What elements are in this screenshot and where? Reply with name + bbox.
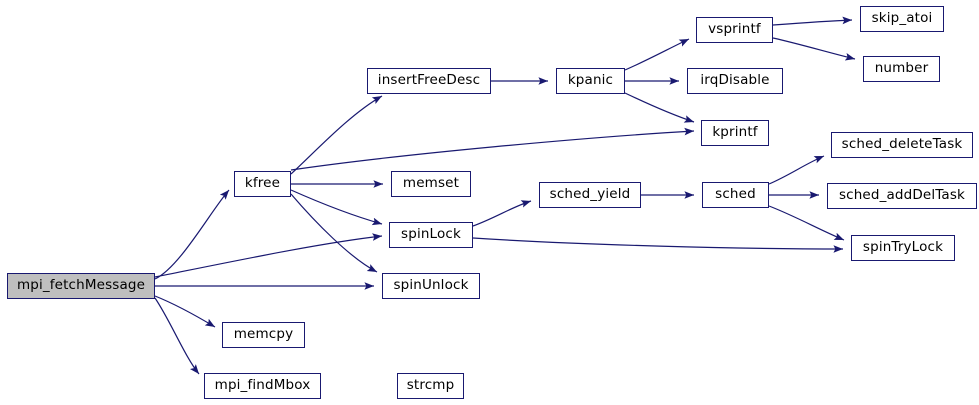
graph-node-label: memset [402, 175, 460, 192]
graph-node-label: spinTryLock [862, 239, 944, 256]
call-edge-sched-to-spinTryLock [768, 205, 845, 241]
graph-node-label: kpanic [567, 72, 614, 89]
graph-node-label: kfree [244, 175, 281, 192]
graph-node-mpi_fetchMessage[interactable]: mpi_fetchMessage [7, 273, 155, 299]
call-edge-mpi_fetchMessage-to-mpi_findMbox [154, 297, 200, 375]
graph-node-sched[interactable]: sched [702, 182, 769, 208]
call-edge-mpi_fetchMessage-to-memcpy [154, 295, 216, 328]
graph-node-label: spinUnlock [393, 277, 469, 294]
call-edge-vsprintf-to-number [772, 37, 856, 61]
call-edge-vsprintf-to-skip_atoi [772, 16, 853, 26]
graph-node-label: sched_deleteTask [841, 136, 963, 153]
graph-node-label: sched_yield [549, 186, 631, 203]
graph-node-label: strcmp [406, 377, 455, 394]
graph-node-label: insertFreeDesc [377, 72, 481, 89]
graph-node-label: skip_atoi [871, 10, 933, 27]
graph-node-kfree[interactable]: kfree [234, 171, 291, 197]
graph-node-memset[interactable]: memset [391, 171, 471, 197]
graph-node-strcmp[interactable]: strcmp [397, 373, 464, 399]
call-edge-kfree-to-kprintf [290, 127, 695, 171]
graph-node-label: number [874, 60, 929, 77]
call-edge-mpi_fetchMessage-to-kfree [154, 189, 230, 280]
call-edge-kpanic-to-kprintf [624, 92, 695, 123]
graph-node-label: memcpy [233, 326, 294, 343]
graph-node-label: sched [715, 186, 756, 203]
graph-node-number[interactable]: number [863, 56, 940, 82]
call-edge-spinLock-to-spinTryLock [472, 237, 844, 253]
graph-node-label: mpi_fetchMessage [16, 277, 146, 294]
call-edge-kfree-to-insertFreeDesc [290, 95, 383, 175]
graph-node-spinLock[interactable]: spinLock [389, 222, 473, 248]
graph-node-insertFreeDesc[interactable]: insertFreeDesc [367, 68, 491, 94]
graph-node-irqDisable[interactable]: irqDisable [687, 68, 783, 94]
graph-node-kprintf[interactable]: kprintf [701, 120, 769, 146]
graph-node-label: vsprintf [708, 21, 761, 38]
graph-node-label: sched_addDelTask [838, 187, 966, 204]
call-edge-kpanic-to-vsprintf [624, 38, 690, 71]
graph-node-skip_atoi[interactable]: skip_atoi [860, 6, 944, 32]
graph-node-kpanic[interactable]: kpanic [556, 68, 625, 94]
graph-node-label: irqDisable [700, 72, 770, 89]
call-edge-kfree-to-spinUnlock [290, 193, 378, 273]
graph-node-label: kprintf [712, 124, 758, 141]
call-edge-sched-to-sched_deleteTask [768, 155, 825, 185]
graph-node-sched_addDelTask[interactable]: sched_addDelTask [827, 183, 977, 209]
graph-node-label: mpi_findMbox [214, 377, 311, 394]
graph-node-sched_deleteTask[interactable]: sched_deleteTask [831, 132, 973, 158]
graph-node-spinTryLock[interactable]: spinTryLock [851, 235, 955, 261]
graph-node-mpi_findMbox[interactable]: mpi_findMbox [204, 373, 321, 399]
call-edge-spinLock-to-sched_yield [472, 200, 532, 227]
graph-node-label: spinLock [401, 226, 461, 243]
graph-node-sched_yield[interactable]: sched_yield [539, 182, 641, 208]
graph-node-vsprintf[interactable]: vsprintf [696, 17, 773, 43]
call-edge-kfree-to-spinLock [290, 189, 383, 226]
graph-node-memcpy[interactable]: memcpy [222, 322, 305, 348]
call-edge-mpi_fetchMessage-to-spinLock [154, 233, 383, 278]
graph-node-spinUnlock[interactable]: spinUnlock [382, 273, 480, 299]
